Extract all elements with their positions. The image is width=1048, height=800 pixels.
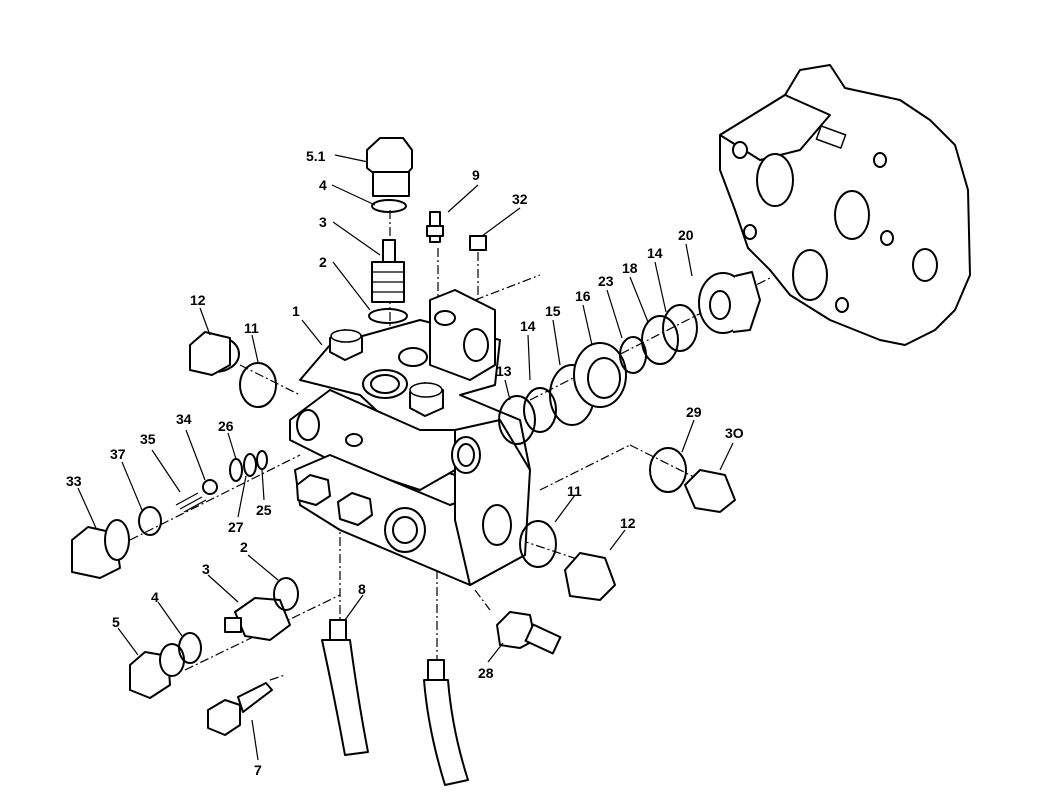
callout-5: 5 [112, 614, 120, 630]
callout-2-top: 2 [319, 254, 327, 270]
callout-4-bottom: 4 [151, 589, 159, 605]
callout-8: 8 [358, 581, 366, 597]
callout-26: 26 [218, 418, 234, 434]
callout-13: 13 [496, 363, 512, 379]
valve-body [289, 289, 531, 586]
callout-7: 7 [254, 762, 262, 778]
right-lower-parts [496, 447, 736, 655]
callout-16: 16 [575, 288, 591, 304]
callout-30: 3O [725, 425, 744, 441]
callout-leaders [77, 154, 734, 761]
callout-20: 20 [678, 227, 694, 243]
callout-12-left: 12 [190, 292, 206, 308]
callout-37: 37 [110, 446, 126, 462]
left-side-parts [71, 331, 299, 736]
callout-14-left: 14 [520, 318, 536, 334]
callout-29: 29 [686, 404, 702, 420]
callout-9: 9 [472, 167, 480, 183]
callout-35: 35 [140, 431, 156, 447]
callout-12-right: 12 [620, 515, 636, 531]
callout-27: 27 [228, 519, 244, 535]
callout-23: 23 [598, 273, 614, 289]
top-relief-valve-assembly [366, 137, 487, 324]
callout-32: 32 [512, 191, 528, 207]
callout-3-bottom: 3 [202, 561, 210, 577]
callout-25: 25 [256, 502, 272, 518]
callout-18: 18 [622, 260, 638, 276]
callout-4-top: 4 [319, 177, 327, 193]
callout-3-top: 3 [319, 214, 327, 230]
callout-labels: 5.1 4 3 2 9 32 1 12 11 20 14 18 23 16 15… [66, 148, 744, 778]
callout-28: 28 [478, 665, 494, 681]
callout-5-1: 5.1 [306, 148, 326, 164]
callout-11-left: 11 [244, 320, 259, 336]
callout-1: 1 [292, 303, 300, 319]
pump-cover-housing [719, 64, 971, 346]
callout-2-bottom: 2 [240, 539, 248, 555]
callout-33: 33 [66, 473, 82, 489]
hydraulic-hoses [321, 619, 469, 786]
callout-15: 15 [545, 303, 561, 319]
callout-34: 34 [176, 411, 192, 427]
callout-14-right: 14 [647, 245, 663, 261]
callout-11-right: 11 [567, 483, 582, 499]
sleeve-and-seal-stack [498, 271, 761, 445]
